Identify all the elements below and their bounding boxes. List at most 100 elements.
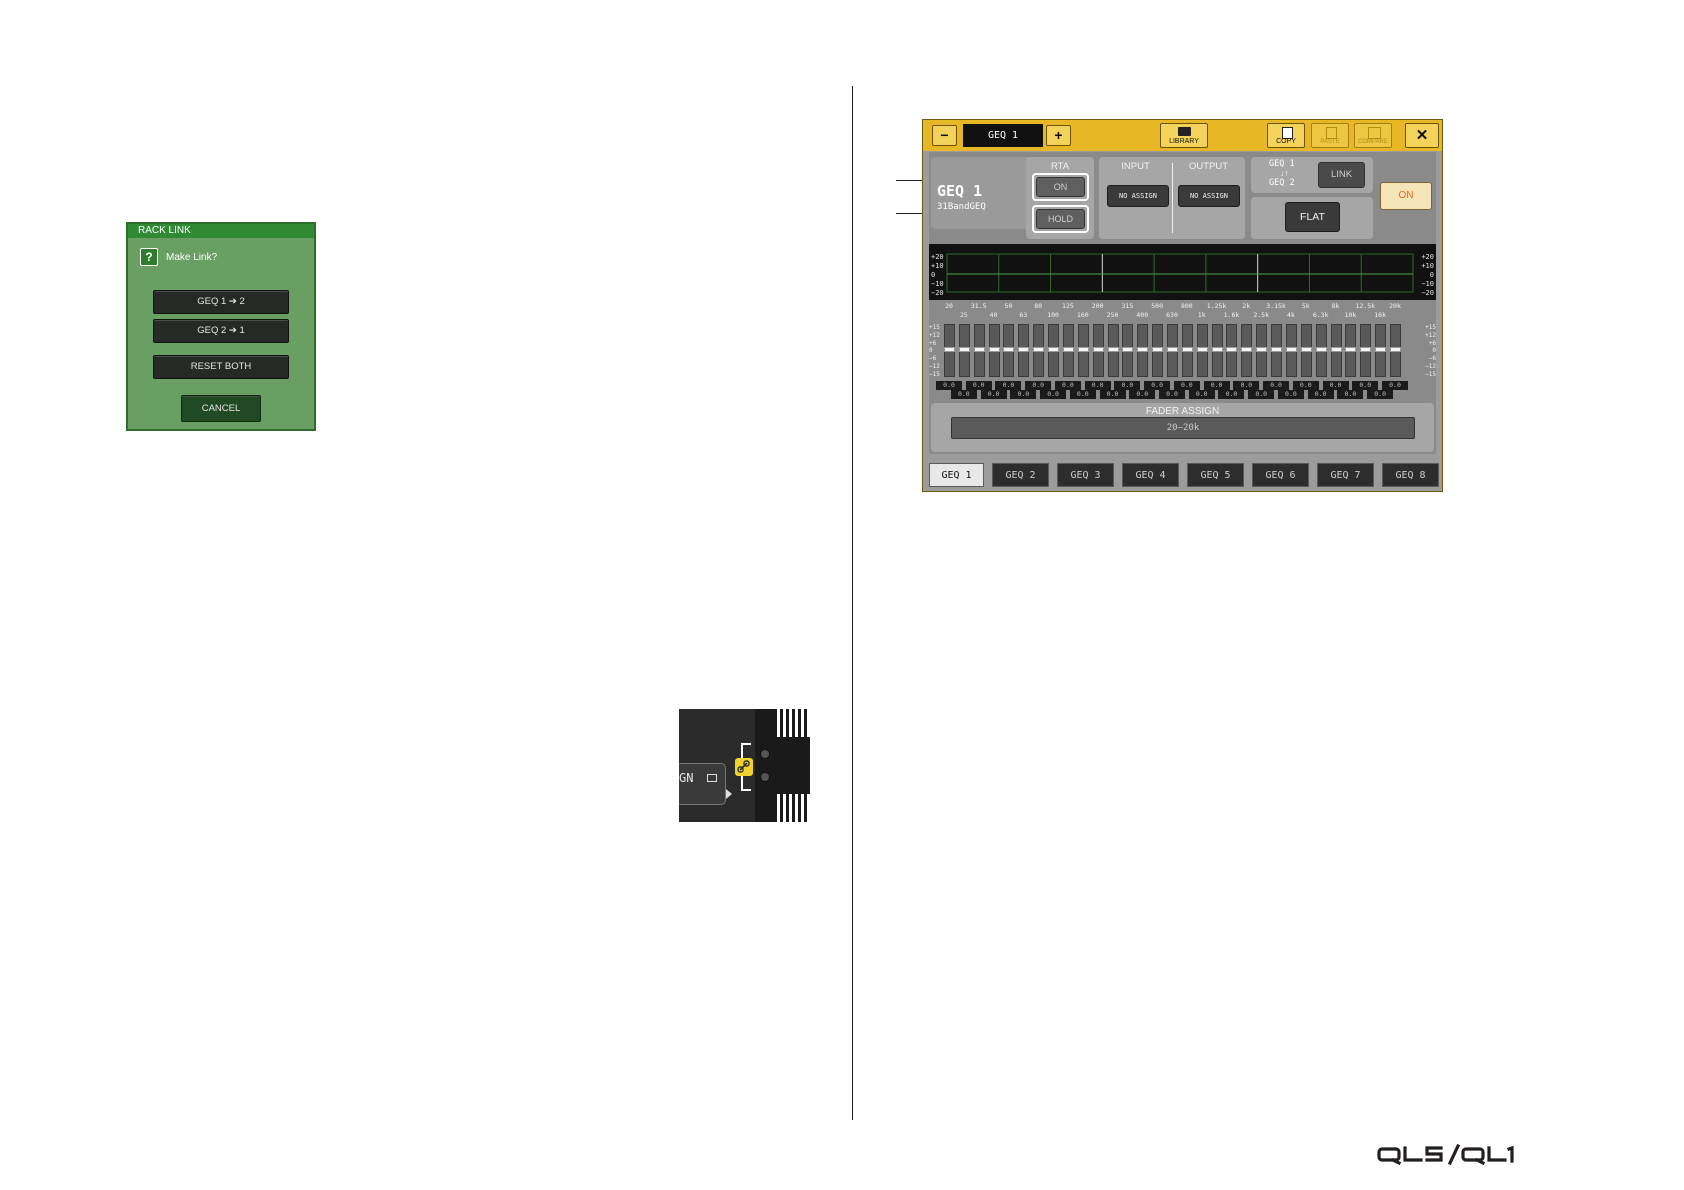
band-fader[interactable]: [1360, 324, 1372, 377]
fader-knob[interactable]: [1003, 347, 1015, 352]
tab-geq-1[interactable]: GEQ 1: [929, 463, 984, 487]
fader-knob[interactable]: [1271, 347, 1283, 352]
input-assign-button[interactable]: NO ASSIGN: [1107, 185, 1169, 207]
fader-knob[interactable]: [1211, 347, 1223, 352]
link-icon[interactable]: [735, 758, 753, 776]
gain-scale-right: +6: [1428, 339, 1436, 347]
reset-both-button[interactable]: RESET BOTH: [153, 355, 289, 379]
band-fader[interactable]: [1211, 324, 1223, 377]
freq-label-top: 31.5: [970, 302, 987, 310]
geq-on-button[interactable]: ON: [1380, 182, 1432, 210]
fader-knob[interactable]: [1196, 347, 1208, 352]
band-fader[interactable]: [958, 324, 970, 377]
band-fader[interactable]: [1107, 324, 1119, 377]
band-fader[interactable]: [1018, 324, 1030, 377]
fader-knob[interactable]: [988, 347, 1000, 352]
compare-button[interactable]: COMPARE: [1354, 123, 1392, 148]
output-assign-button[interactable]: NO ASSIGN: [1178, 185, 1240, 207]
fader-knob[interactable]: [1226, 347, 1238, 352]
fader-knob[interactable]: [1018, 347, 1030, 352]
band-fader[interactable]: [1345, 324, 1357, 377]
band-fader[interactable]: [944, 324, 955, 377]
fader-knob[interactable]: [1137, 347, 1149, 352]
rta-hold-button[interactable]: HOLD: [1036, 209, 1085, 229]
fader-knob[interactable]: [1107, 347, 1119, 352]
fader-knob[interactable]: [1345, 347, 1357, 352]
fader-assign-range[interactable]: 20–20k: [951, 417, 1415, 439]
band-fader[interactable]: [1137, 324, 1149, 377]
tab-geq-3[interactable]: GEQ 3: [1057, 463, 1114, 487]
meter-scale-right: −10: [1421, 280, 1434, 288]
fader-knob[interactable]: [1360, 347, 1372, 352]
close-button[interactable]: ✕: [1405, 123, 1439, 148]
band-fader[interactable]: [1300, 324, 1312, 377]
band-fader[interactable]: [1375, 324, 1387, 377]
meter-scale-left: −10: [931, 280, 944, 288]
tab-geq-2[interactable]: GEQ 2: [992, 463, 1049, 487]
cancel-button[interactable]: CANCEL: [181, 395, 261, 422]
band-fader[interactable]: [1003, 324, 1015, 377]
fader-knob[interactable]: [1241, 347, 1253, 352]
band-fader[interactable]: [1256, 324, 1268, 377]
band-fader[interactable]: [973, 324, 985, 377]
tab-geq-8[interactable]: GEQ 8: [1382, 463, 1439, 487]
tab-geq-5[interactable]: GEQ 5: [1187, 463, 1244, 487]
band-gain-value: 0.0: [1054, 381, 1081, 390]
fader-knob[interactable]: [1167, 347, 1178, 352]
fader-knob[interactable]: [1285, 347, 1297, 352]
band-fader[interactable]: [1330, 324, 1342, 377]
gain-scale-left: 0: [929, 347, 933, 355]
fader-knob[interactable]: [1092, 347, 1104, 352]
fader-knob[interactable]: [1033, 347, 1045, 352]
fader-knob[interactable]: [1315, 347, 1327, 352]
fader-knob[interactable]: [1048, 347, 1060, 352]
fader-knob[interactable]: [958, 347, 970, 352]
tab-geq-7[interactable]: GEQ 7: [1317, 463, 1374, 487]
freq-label-bottom: 40: [989, 311, 998, 319]
band-fader[interactable]: [1167, 324, 1178, 377]
link-geq2-to-geq1-button[interactable]: GEQ 2 ➔ 1: [153, 319, 289, 343]
band-fader[interactable]: [1092, 324, 1104, 377]
fader-knob[interactable]: [1390, 347, 1401, 352]
band-fader[interactable]: [1315, 324, 1327, 377]
band-fader[interactable]: [1152, 324, 1164, 377]
previous-rack-button[interactable]: −: [932, 125, 957, 146]
band-fader[interactable]: [1181, 324, 1193, 377]
band-fader[interactable]: [1048, 324, 1060, 377]
library-button[interactable]: LIBRARY: [1160, 123, 1208, 148]
link-geq1-to-geq2-button[interactable]: GEQ 1 ➔ 2: [153, 290, 289, 314]
fader-knob[interactable]: [1256, 347, 1268, 352]
fader-knob[interactable]: [1077, 347, 1089, 352]
band-fader[interactable]: [1271, 324, 1283, 377]
next-rack-button[interactable]: +: [1046, 125, 1071, 146]
flat-button[interactable]: FLAT: [1285, 202, 1340, 232]
tab-geq-4[interactable]: GEQ 4: [1122, 463, 1179, 487]
fader-knob[interactable]: [1062, 347, 1074, 352]
fader-knob[interactable]: [1122, 347, 1134, 352]
paste-button[interactable]: PASTE: [1311, 123, 1349, 148]
band-fader[interactable]: [1062, 324, 1074, 377]
fader-knob[interactable]: [1375, 347, 1387, 352]
freq-label-bottom: 630: [1166, 311, 1178, 319]
band-fader[interactable]: [1196, 324, 1208, 377]
fader-knob[interactable]: [1181, 347, 1193, 352]
fader-knob[interactable]: [973, 347, 985, 352]
band-fader[interactable]: [1285, 324, 1297, 377]
fader-knob[interactable]: [944, 347, 955, 352]
band-fader[interactable]: [1390, 324, 1401, 377]
copy-button[interactable]: COPY: [1267, 123, 1305, 148]
band-gain-value: 0.0: [1337, 390, 1364, 399]
band-fader[interactable]: [1122, 324, 1134, 377]
fader-knob[interactable]: [1330, 347, 1342, 352]
tab-geq-6[interactable]: GEQ 6: [1252, 463, 1309, 487]
rta-on-button[interactable]: ON: [1036, 177, 1085, 197]
link-indicator-inset: GN: [679, 709, 810, 822]
fader-knob[interactable]: [1152, 347, 1164, 352]
band-fader[interactable]: [988, 324, 1000, 377]
fader-knob[interactable]: [1300, 347, 1312, 352]
band-fader[interactable]: [1226, 324, 1238, 377]
band-fader[interactable]: [1241, 324, 1253, 377]
band-fader[interactable]: [1033, 324, 1045, 377]
link-button[interactable]: LINK: [1318, 162, 1365, 188]
band-fader[interactable]: [1077, 324, 1089, 377]
